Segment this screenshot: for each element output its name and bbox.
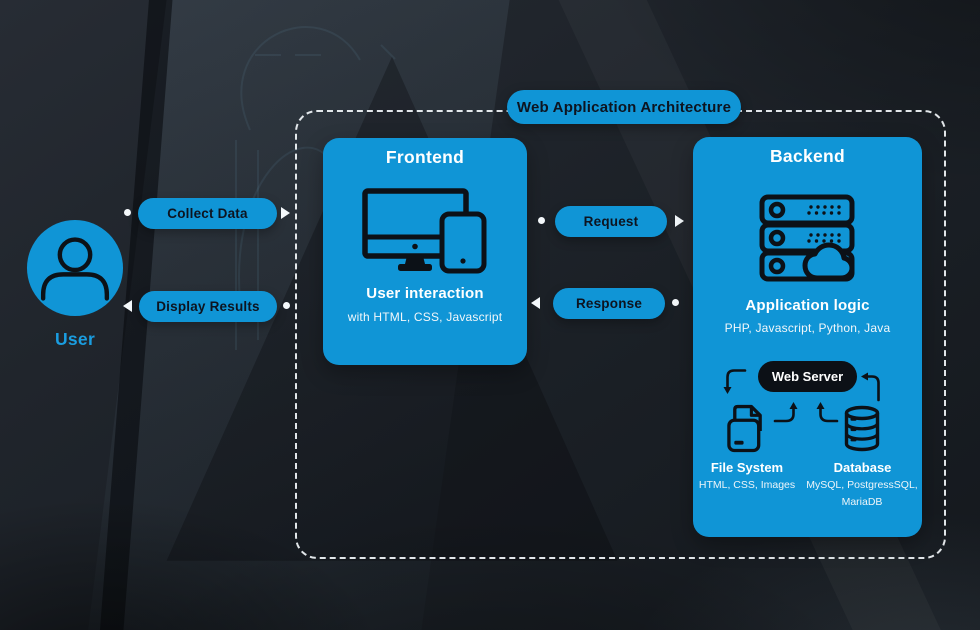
display-results-arrow-icon — [123, 300, 132, 312]
request-pill: Request — [555, 206, 667, 237]
display-results-label: Display Results — [156, 299, 260, 314]
user-avatar-icon — [26, 219, 124, 317]
request-arrow-icon — [675, 215, 684, 227]
file-system-subtitle: HTML, CSS, Images — [698, 479, 796, 491]
backend-box: Backend Application logic PHP, Javascrip… — [693, 137, 922, 537]
response-arrow-icon — [531, 297, 540, 309]
user-label: User — [54, 329, 96, 349]
request-origin-dot — [538, 217, 545, 224]
collect-data-label: Collect Data — [167, 206, 248, 221]
diagram-title: Web Application Architecture — [516, 98, 732, 116]
file-system-title: File System — [710, 460, 784, 475]
frontend-box: Frontend User interaction with HTML, CSS… — [323, 138, 527, 365]
frontend-subheading: with HTML, CSS, Javascript — [347, 310, 503, 324]
response-origin-dot — [672, 299, 679, 306]
database-title: Database — [833, 460, 892, 475]
request-label: Request — [583, 214, 639, 229]
collect-data-origin-dot — [124, 209, 131, 216]
devices-icon — [362, 188, 487, 274]
display-results-pill: Display Results — [139, 291, 277, 322]
response-pill: Response — [553, 288, 665, 319]
diagram-title-badge: Web Application Architecture — [507, 90, 741, 124]
display-results-origin-dot — [283, 302, 290, 309]
frontend-title: Frontend — [385, 147, 465, 167]
database-icon — [844, 405, 880, 452]
collect-data-pill: Collect Data — [138, 198, 277, 229]
database-subtitle-line1: MySQL, PostgressSQL, — [806, 479, 918, 491]
response-label: Response — [575, 296, 643, 311]
folder-file-icon — [727, 404, 762, 453]
database-subtitle-line2: MariaDB — [841, 496, 883, 508]
frontend-heading: User interaction — [366, 285, 484, 302]
collect-data-arrow-icon — [281, 207, 290, 219]
web-server-arrows-icon — [723, 369, 880, 423]
